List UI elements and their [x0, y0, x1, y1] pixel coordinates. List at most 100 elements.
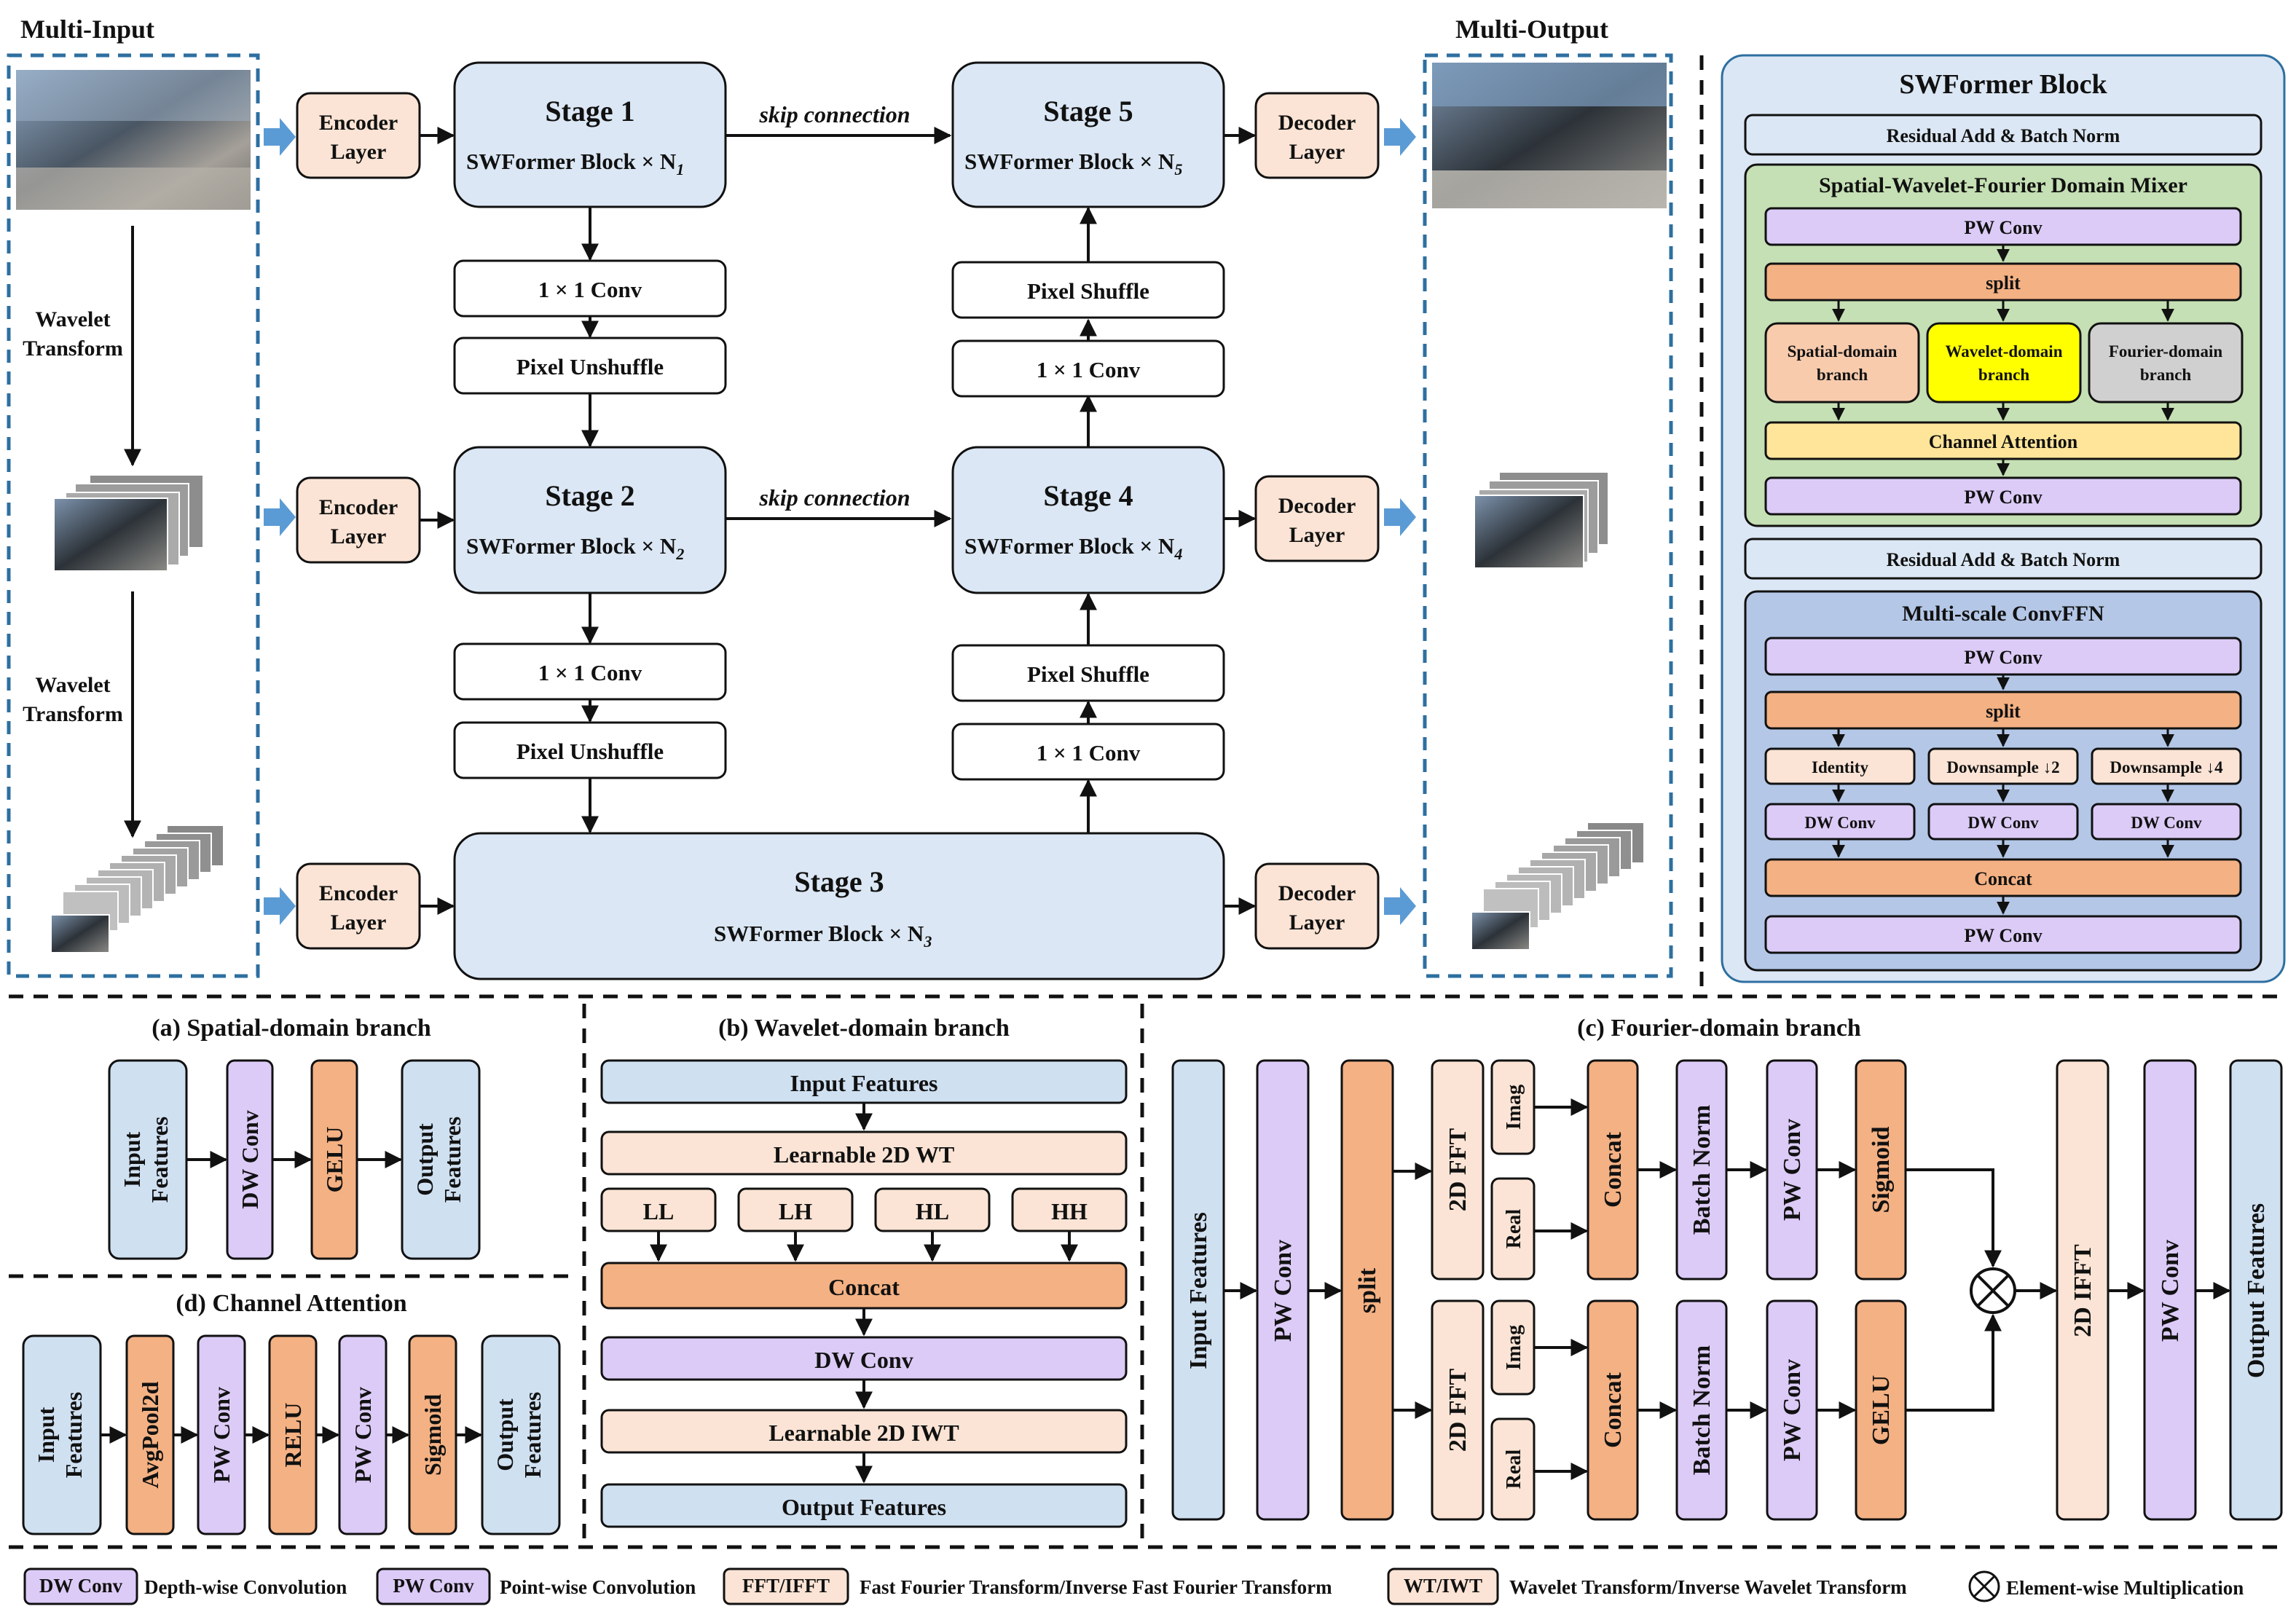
- stage-5: Stage 5 SWFormer Block × N5: [951, 61, 1225, 208]
- svg-text:PW Conv: PW Conv: [1964, 487, 2042, 508]
- svg-text:Batch Norm: Batch Norm: [1688, 1105, 1715, 1235]
- svg-text:PW Conv: PW Conv: [1779, 1119, 1806, 1221]
- svg-text:Features: Features: [439, 1117, 465, 1203]
- svg-text:2D FFT: 2D FFT: [1444, 1128, 1471, 1212]
- conv-1x1-up-1: 1 × 1 Conv: [951, 339, 1225, 398]
- svg-text:branch: branch: [1817, 366, 1868, 384]
- output-arrow-1: [1384, 118, 1416, 156]
- svg-text:DW Conv: DW Conv: [237, 1110, 263, 1208]
- svg-text:Encoder: Encoder: [319, 111, 398, 135]
- svg-text:2D IFFT: 2D IFFT: [2069, 1244, 2096, 1337]
- input-image-half-stack: [53, 474, 204, 572]
- svg-text:Spatial-domain: Spatial-domain: [1788, 342, 1898, 361]
- svg-text:2D FFT: 2D FFT: [1444, 1369, 1471, 1452]
- skip-connection-label-2: skip connection: [758, 484, 910, 511]
- svg-text:Input: Input: [33, 1407, 59, 1463]
- mixer-title: Spatial-Wavelet-Fourier Domain Mixer: [1819, 173, 2187, 197]
- decoder-layer-1: Decoder Layer: [1254, 92, 1380, 179]
- legend-pw-key: PW Conv: [393, 1575, 474, 1597]
- svg-text:Learnable 2D WT: Learnable 2D WT: [774, 1141, 954, 1168]
- legend-pw-swatch: [376, 1567, 491, 1605]
- fourier-domain-branch-box: [2088, 322, 2244, 404]
- element-wise-multiply-icon: [1970, 1267, 2016, 1314]
- svg-text:GELU: GELU: [1868, 1375, 1895, 1445]
- svg-text:Identity: Identity: [1812, 758, 1868, 776]
- svg-text:Output Features: Output Features: [782, 1494, 946, 1520]
- multi-input-frame: [7, 53, 260, 978]
- wavelet-transform-label-2: Wavelet: [35, 673, 110, 697]
- residual-2: [1744, 538, 2262, 580]
- svg-text:HL: HL: [916, 1198, 949, 1224]
- input-arrow-3: [264, 887, 296, 925]
- legend-dw-key: DW Conv: [39, 1575, 123, 1597]
- ffn-pw-conv-2: [1764, 915, 2242, 954]
- svg-text:Concat: Concat: [828, 1274, 900, 1300]
- conv-1x1-up-2: 1 × 1 Conv: [951, 723, 1225, 781]
- svg-text:Layer: Layer: [331, 524, 387, 548]
- svg-text:Features: Features: [519, 1392, 546, 1478]
- svg-text:DW Conv: DW Conv: [814, 1347, 913, 1373]
- svg-text:Fourier-domain: Fourier-domain: [2109, 342, 2223, 361]
- svg-text:Output: Output: [492, 1398, 518, 1471]
- decoder-layer-2: Decoder Layer: [1254, 475, 1380, 562]
- identity-box: [1764, 747, 1916, 785]
- legend-wt-swatch: [1387, 1567, 1499, 1605]
- svg-text:Downsample ↓2: Downsample ↓2: [1946, 758, 2059, 776]
- panel-c: Input Features PW Conv split 2D FFT Imag…: [1171, 1059, 2283, 1521]
- svg-text:Imag: Imag: [1503, 1325, 1525, 1370]
- svg-text:Wavelet-domain: Wavelet-domain: [1946, 342, 2063, 361]
- svg-text:Layer: Layer: [1289, 140, 1345, 164]
- output-image-full: [1432, 63, 1667, 208]
- svg-text:Input Features: Input Features: [1185, 1212, 1212, 1369]
- panel-b: Input Features Learnable 2D WT LL LH HL …: [600, 1059, 1128, 1528]
- svg-text:split: split: [1986, 701, 2021, 722]
- legend-pw-desc: Point-wise Convolution: [500, 1576, 696, 1598]
- svg-text:branch: branch: [2140, 366, 2192, 384]
- svg-text:Pixel Shuffle: Pixel Shuffle: [1027, 278, 1149, 304]
- legend-multiply-icon: [1968, 1570, 2000, 1602]
- svg-text:DW Conv: DW Conv: [1804, 814, 1876, 832]
- decoder-layer-3: Decoder Layer: [1254, 862, 1380, 950]
- multi-output-frame: [1423, 53, 1673, 978]
- svg-text:SWFormer Block × N5: SWFormer Block × N5: [964, 149, 1182, 178]
- pixel-shuffle-1: Pixel Shuffle: [951, 261, 1225, 319]
- svg-text:PW Conv: PW Conv: [1270, 1240, 1297, 1342]
- svg-text:split: split: [1986, 272, 2021, 294]
- pixel-unshuffle-1: Pixel Unshuffle: [453, 337, 727, 395]
- svg-text:split: split: [1354, 1267, 1381, 1313]
- svg-text:Layer: Layer: [331, 140, 387, 164]
- svg-text:Layer: Layer: [1289, 523, 1345, 547]
- svg-text:Real: Real: [1503, 1449, 1525, 1490]
- svg-text:PW Conv: PW Conv: [208, 1387, 235, 1483]
- svg-text:Stage 5: Stage 5: [1043, 95, 1133, 127]
- output-image-half-stack: [1474, 471, 1609, 569]
- stage-2: Stage 2 SWFormer Block × N2: [453, 446, 727, 594]
- svg-text:SWFormer Block × N2: SWFormer Block × N2: [466, 533, 684, 563]
- panel-c-title: (c) Fourier-domain branch: [1577, 1015, 1861, 1042]
- svg-text:Decoder: Decoder: [1278, 881, 1356, 905]
- svg-text:Input Features: Input Features: [790, 1070, 938, 1096]
- conv-1x1-down-1: 1 × 1 Conv: [453, 259, 727, 318]
- svg-text:Residual Add & Batch Norm: Residual Add & Batch Norm: [1887, 549, 2120, 570]
- svg-text:Real: Real: [1503, 1209, 1525, 1249]
- panel-a-title: (a) Spatial-domain branch: [152, 1015, 431, 1042]
- legend-fft-desc: Fast Fourier Transform/Inverse Fast Four…: [860, 1576, 1332, 1598]
- svg-text:Pixel Unshuffle: Pixel Unshuffle: [516, 739, 664, 764]
- svg-text:Features: Features: [60, 1392, 87, 1478]
- stage-3: Stage 3 SWFormer Block × N3: [453, 832, 1225, 980]
- svg-text:Stage 3: Stage 3: [794, 865, 884, 898]
- svg-text:Pixel Unshuffle: Pixel Unshuffle: [516, 354, 664, 379]
- svg-text:Encoder: Encoder: [319, 495, 398, 519]
- stage-1: Stage 1 SWFormer Block × N1: [453, 61, 727, 208]
- input-arrow-2: [264, 498, 296, 536]
- panel-d-title: (d) Channel Attention: [176, 1290, 406, 1317]
- svg-text:Output: Output: [412, 1123, 438, 1196]
- svg-text:branch: branch: [1978, 366, 2030, 384]
- svg-text:PW Conv: PW Conv: [2157, 1240, 2184, 1342]
- ffn-dw-conv-3: [2091, 803, 2242, 841]
- svg-text:Output Features: Output Features: [2243, 1203, 2270, 1378]
- svg-text:Concat: Concat: [1600, 1372, 1627, 1448]
- svg-text:PW Conv: PW Conv: [1779, 1359, 1806, 1461]
- output-image-quarter-stack: [1471, 823, 1643, 951]
- legend-wt-desc: Wavelet Transform/Inverse Wavelet Transf…: [1509, 1576, 1907, 1598]
